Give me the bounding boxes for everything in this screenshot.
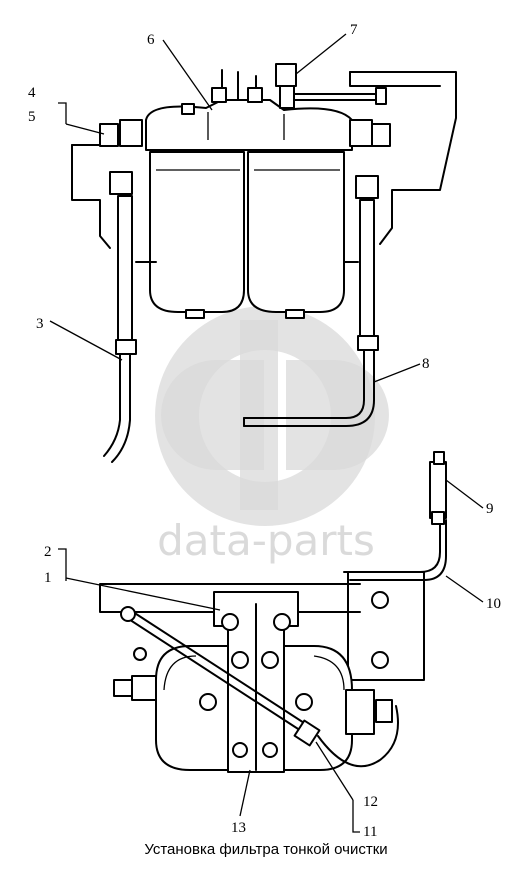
callout-3: 3 (36, 316, 44, 332)
callout-5: 5 (28, 109, 36, 125)
upper-filter-assembly (71, 63, 457, 463)
callout-2: 2 (44, 544, 52, 560)
callout-7: 7 (350, 22, 358, 38)
callout-6: 6 (147, 32, 155, 48)
lower-filter-assembly (99, 451, 447, 773)
callout-10: 10 (486, 596, 501, 612)
callout-1: 1 (44, 570, 52, 586)
callout-4: 4 (28, 85, 36, 101)
callout-leaders (49, 33, 484, 833)
callout-11: 11 (363, 824, 377, 840)
figure-caption: Установка фильтра тонкой очистки (144, 841, 388, 858)
callout-9: 9 (486, 501, 494, 517)
callout-8: 8 (422, 356, 430, 372)
watermark-text: data-parts (157, 516, 375, 565)
watermark-logo (155, 306, 389, 526)
callout-12: 12 (363, 794, 378, 810)
callout-labels: 1 2 3 4 5 6 7 8 9 10 11 12 13 (28, 22, 501, 840)
callout-13: 13 (231, 820, 246, 836)
